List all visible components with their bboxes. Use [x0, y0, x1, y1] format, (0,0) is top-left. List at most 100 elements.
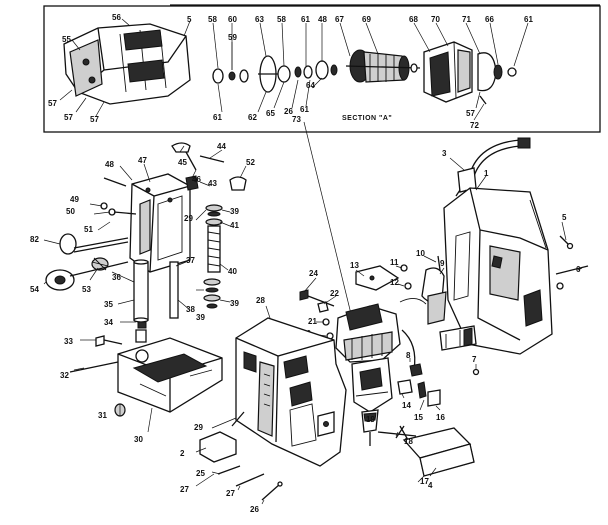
callout-27: 27: [180, 485, 189, 494]
callout-51: 51: [84, 225, 93, 234]
armature-small-parts: [212, 55, 338, 93]
callout-29: 29: [184, 214, 193, 223]
center-frame-part: [199, 317, 347, 501]
callout-69: 69: [362, 15, 371, 24]
callout-8: 8: [406, 351, 411, 360]
callout-54: 54: [30, 285, 39, 294]
feed-handle-part: [45, 233, 129, 291]
callout-9: 9: [440, 259, 445, 268]
head-assembly: [45, 142, 247, 417]
callout-30: 30: [134, 435, 143, 444]
callout-21: 21: [308, 317, 317, 326]
callout-57d: 57: [466, 109, 475, 118]
callout-14: 14: [402, 401, 411, 410]
callout-13: 13: [350, 261, 359, 270]
callout-28: 28: [256, 296, 265, 305]
callout-39: 39: [230, 207, 239, 216]
callout-61b: 61: [524, 15, 533, 24]
callout-22: 22: [330, 289, 339, 298]
callout-17: 17: [420, 477, 429, 486]
callout-33: 33: [64, 337, 73, 346]
callout-60: 60: [228, 15, 237, 24]
callout-38: 38: [186, 305, 195, 314]
callout-57: 57: [48, 99, 57, 108]
head-leader-lines: [43, 145, 247, 433]
callout-32: 32: [60, 371, 69, 380]
base-part: [117, 337, 223, 413]
callout-65: 65: [266, 109, 275, 118]
callout-48b: 48: [105, 160, 114, 169]
callout-31: 31: [98, 411, 107, 420]
callout-34: 34: [104, 318, 113, 327]
callout-5: 5: [187, 15, 192, 24]
callout-67: 67: [335, 15, 344, 24]
callout-11: 11: [390, 258, 399, 267]
drill-housing-part: [63, 23, 191, 105]
inset-leader-lines: [59, 18, 529, 121]
callout-50: 50: [66, 207, 75, 216]
callout-41: 41: [230, 221, 239, 230]
callout-66: 66: [485, 15, 494, 24]
callout-59: 59: [228, 33, 237, 42]
callout-53: 53: [82, 285, 91, 294]
callout-47: 47: [138, 156, 147, 165]
callout-3: 3: [442, 149, 447, 158]
callout-39c: 39: [230, 299, 239, 308]
callout-4: 4: [428, 481, 433, 490]
callout-10: 10: [416, 249, 425, 258]
callout-61d: 61: [300, 105, 309, 114]
column-part: [133, 259, 179, 343]
callout-71: 71: [462, 15, 471, 24]
section-a-pointer: [303, 121, 353, 319]
callout-61: 61: [301, 15, 310, 24]
callout-26b: 26: [250, 505, 259, 514]
section-a-inset: SECTION "A": [43, 4, 601, 133]
callout-45: 45: [178, 158, 187, 167]
callout-7: 7: [472, 355, 477, 364]
armature-part: [345, 49, 421, 83]
callout-58b: 58: [277, 15, 286, 24]
frame-leader-lines: [195, 417, 265, 505]
field-housing-part: [423, 41, 473, 103]
callout-12: 12: [390, 278, 399, 287]
callout-82: 82: [30, 235, 39, 244]
callout-43: 43: [208, 179, 217, 188]
callout-2: 2: [180, 449, 185, 458]
callout-52: 52: [246, 158, 255, 167]
callout-15: 15: [414, 413, 423, 422]
callout-64: 64: [306, 81, 315, 90]
callout-16: 16: [436, 413, 445, 422]
section-a-label: SECTION "A": [342, 115, 392, 122]
callout-5b: 5: [562, 213, 567, 222]
callout-29b: 29: [194, 423, 203, 432]
section-a-frame: [43, 5, 601, 133]
callout-72: 72: [470, 121, 479, 130]
callout-25: 25: [196, 469, 205, 478]
callout-57b: 57: [64, 113, 73, 122]
callout-56: 56: [112, 13, 121, 22]
callout-44: 44: [217, 142, 226, 151]
callout-61c: 61: [213, 113, 222, 122]
callout-48: 48: [318, 15, 327, 24]
end-cap-parts: [477, 52, 517, 105]
power-cord: [467, 139, 521, 183]
callout-19: 19: [366, 415, 375, 424]
callout-58: 58: [208, 15, 217, 24]
motor-leader-lines: [265, 157, 583, 483]
callout-1: 1: [484, 169, 489, 178]
callout-70: 70: [431, 15, 440, 24]
callout-46: 46: [192, 175, 201, 184]
callout-49: 49: [70, 195, 79, 204]
callout-6: 6: [576, 265, 581, 274]
callout-39b: 39: [196, 313, 205, 322]
motor-assembly: [299, 255, 480, 477]
callout-62: 62: [248, 113, 257, 122]
callout-68: 68: [409, 15, 418, 24]
spindle-washer-stack: [203, 204, 223, 309]
callout-36: 36: [112, 273, 121, 282]
callout-24: 24: [309, 269, 318, 278]
callout-27b: 27: [226, 489, 235, 498]
callout-40: 40: [228, 267, 237, 276]
callout-63: 63: [255, 15, 264, 24]
